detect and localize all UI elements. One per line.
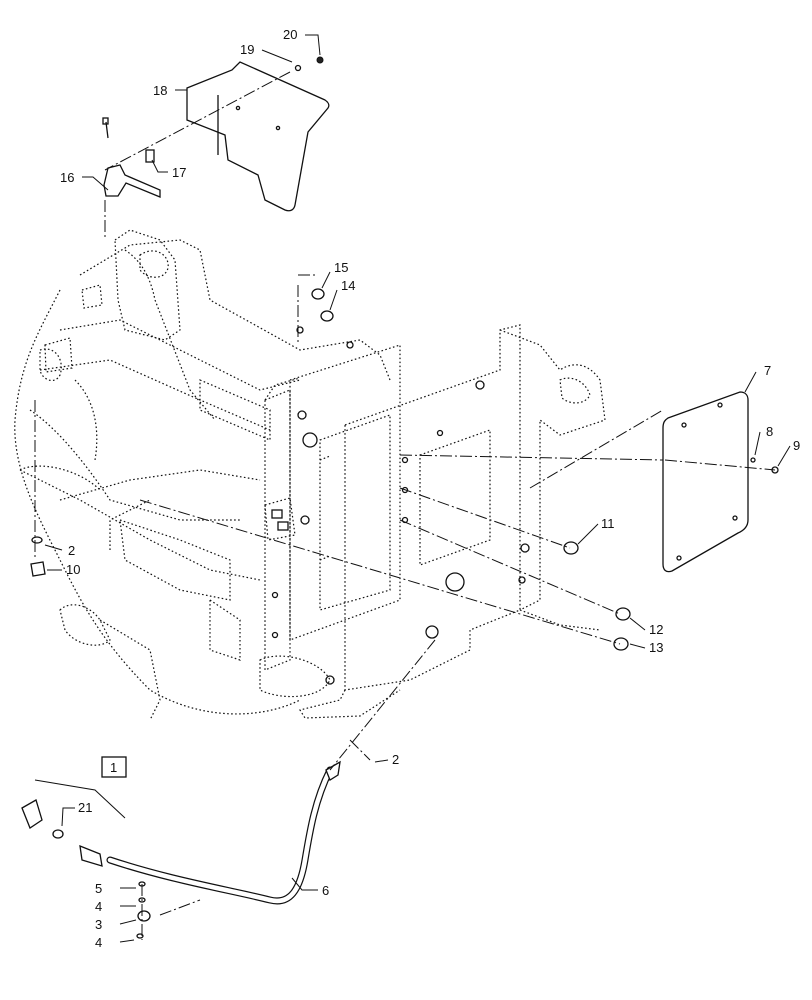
callout-15: 15 <box>334 260 348 275</box>
callout-21: 21 <box>78 800 92 815</box>
shield <box>186 61 330 212</box>
hydraulic-hose <box>21 760 341 905</box>
callout-7: 7 <box>764 363 771 378</box>
valve-block <box>44 284 296 541</box>
bracket <box>102 117 161 198</box>
callout-16: 16 <box>60 170 74 185</box>
plate-holes <box>271 326 530 685</box>
machine-frame <box>14 229 391 721</box>
callout-17: 17 <box>172 165 186 180</box>
cover-plate <box>662 391 749 573</box>
callout-9: 9 <box>793 438 800 453</box>
callout-8: 8 <box>766 424 773 439</box>
callout-14: 14 <box>341 278 355 293</box>
callout-11: 11 <box>601 516 615 531</box>
callout-10: 10 <box>66 562 80 577</box>
main-plate-assembly <box>264 324 606 719</box>
callout-19: 19 <box>240 42 254 57</box>
callout-20: 20 <box>283 27 297 42</box>
callout-4-b: 4 <box>95 935 102 950</box>
callouts: 1 2 2 3 4 4 5 6 7 8 9 10 11 12 13 14 15 … <box>60 27 800 950</box>
callout-13: 13 <box>649 640 663 655</box>
callout-12: 12 <box>649 622 663 637</box>
reference-box <box>101 756 127 778</box>
callout-4-a: 4 <box>95 899 102 914</box>
leader-lines <box>34 34 791 943</box>
callout-2-a: 2 <box>68 543 75 558</box>
callout-18: 18 <box>153 83 167 98</box>
center-lines <box>34 71 776 940</box>
callout-1: 1 <box>110 760 117 775</box>
callout-3: 3 <box>95 917 102 932</box>
plugs-and-nuts <box>30 56 779 939</box>
callout-2-b: 2 <box>392 752 399 767</box>
callout-6: 6 <box>322 883 329 898</box>
callout-5: 5 <box>95 881 102 896</box>
